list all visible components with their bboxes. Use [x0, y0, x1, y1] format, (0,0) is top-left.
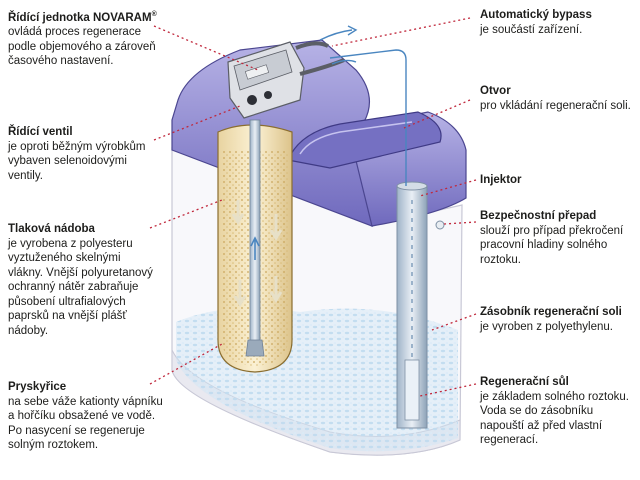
callout-title: Otvor: [480, 85, 511, 97]
salt-opening: [287, 111, 442, 169]
overflow-fitting-icon: [435, 220, 445, 230]
callout-line-control-unit: [153, 25, 259, 71]
callout-line-resin: [149, 343, 223, 385]
callout-description: na sebe váže kationty vápníku a hořčíku …: [8, 395, 163, 452]
callout-description: pro vkládání regenerační soli.: [480, 99, 631, 112]
callout-description: ovládá proces regenerace podle objemovéh…: [8, 26, 156, 68]
flow-arrow-icon: [269, 276, 283, 303]
callout-title: Regenerační sůl: [480, 376, 569, 388]
callout-title: Tlaková nádoba: [8, 223, 95, 235]
callout-line-overflow: [443, 221, 477, 225]
callout-title: Automatický bypass: [480, 9, 592, 21]
callout-title: Bezpečnostní přepad: [480, 210, 597, 222]
flow-arrow-icon: [269, 214, 283, 241]
control-knob-icon: [247, 95, 257, 105]
pressure-tank: [217, 119, 293, 373]
callout-line-opening: [403, 99, 471, 129]
flow-arrow-icon: [233, 280, 247, 307]
callout-description: je součástí zařízení.: [480, 23, 583, 36]
callout-title: Řídící ventil: [8, 126, 73, 138]
callout-title: Zásobník regenerační soli: [480, 306, 622, 318]
callout-title: Řídící jednotka NOVARAM®: [8, 11, 157, 24]
brine-line: [329, 49, 407, 186]
flow-arrow-icon: [231, 200, 245, 225]
callout-description: je oproti běžným výrobkům vybaven seleno…: [8, 140, 146, 182]
callout-line-bypass: [331, 17, 471, 47]
lid: [171, 39, 467, 227]
callout-lines: [149, 17, 477, 397]
callout-description: je základem solného roztoku. Voda se do …: [480, 390, 629, 447]
flow-up-arrow-icon: [250, 236, 260, 260]
callout-line-control-valve: [153, 105, 241, 141]
callout-description: je vyroben z polyethylenu.: [480, 320, 613, 333]
control-head: [227, 25, 358, 119]
callout-opening: Otvor pro vkládání regenerační soli.: [480, 84, 636, 113]
callout-overflow: Bezpečnostní přepad slouží pro případ př…: [480, 209, 636, 267]
callout-title: Pryskyřice: [8, 381, 67, 393]
callout-injector: Injektor: [480, 173, 630, 188]
callout-control-valve: Řídící ventil je oproti běžným výrobkům …: [8, 125, 158, 183]
bypass-pipe: [295, 41, 329, 50]
callout-resin: Pryskyřice na sebe váže kationty vápníku…: [8, 380, 172, 453]
callout-control-unit: Řídící jednotka NOVARAM® ovládá proces r…: [8, 8, 176, 69]
callout-title: Injektor: [480, 174, 522, 186]
callout-pressure-tank: Tlaková nádoba je vyrobena z polyesteru …: [8, 222, 168, 338]
callout-salt-tank: Zásobník regenerační soli je vyroben z p…: [480, 305, 638, 334]
callout-description: slouží pro případ překročení pracovní hl…: [480, 224, 624, 266]
brine-well: [329, 49, 445, 429]
callout-description: je vyrobena z polyesteru vyztuženého ske…: [8, 237, 153, 337]
callout-bypass: Automatický bypass je součástí zařízení.: [480, 8, 636, 37]
callout-salt: Regenerační sůl je základem solného rozt…: [480, 375, 638, 448]
